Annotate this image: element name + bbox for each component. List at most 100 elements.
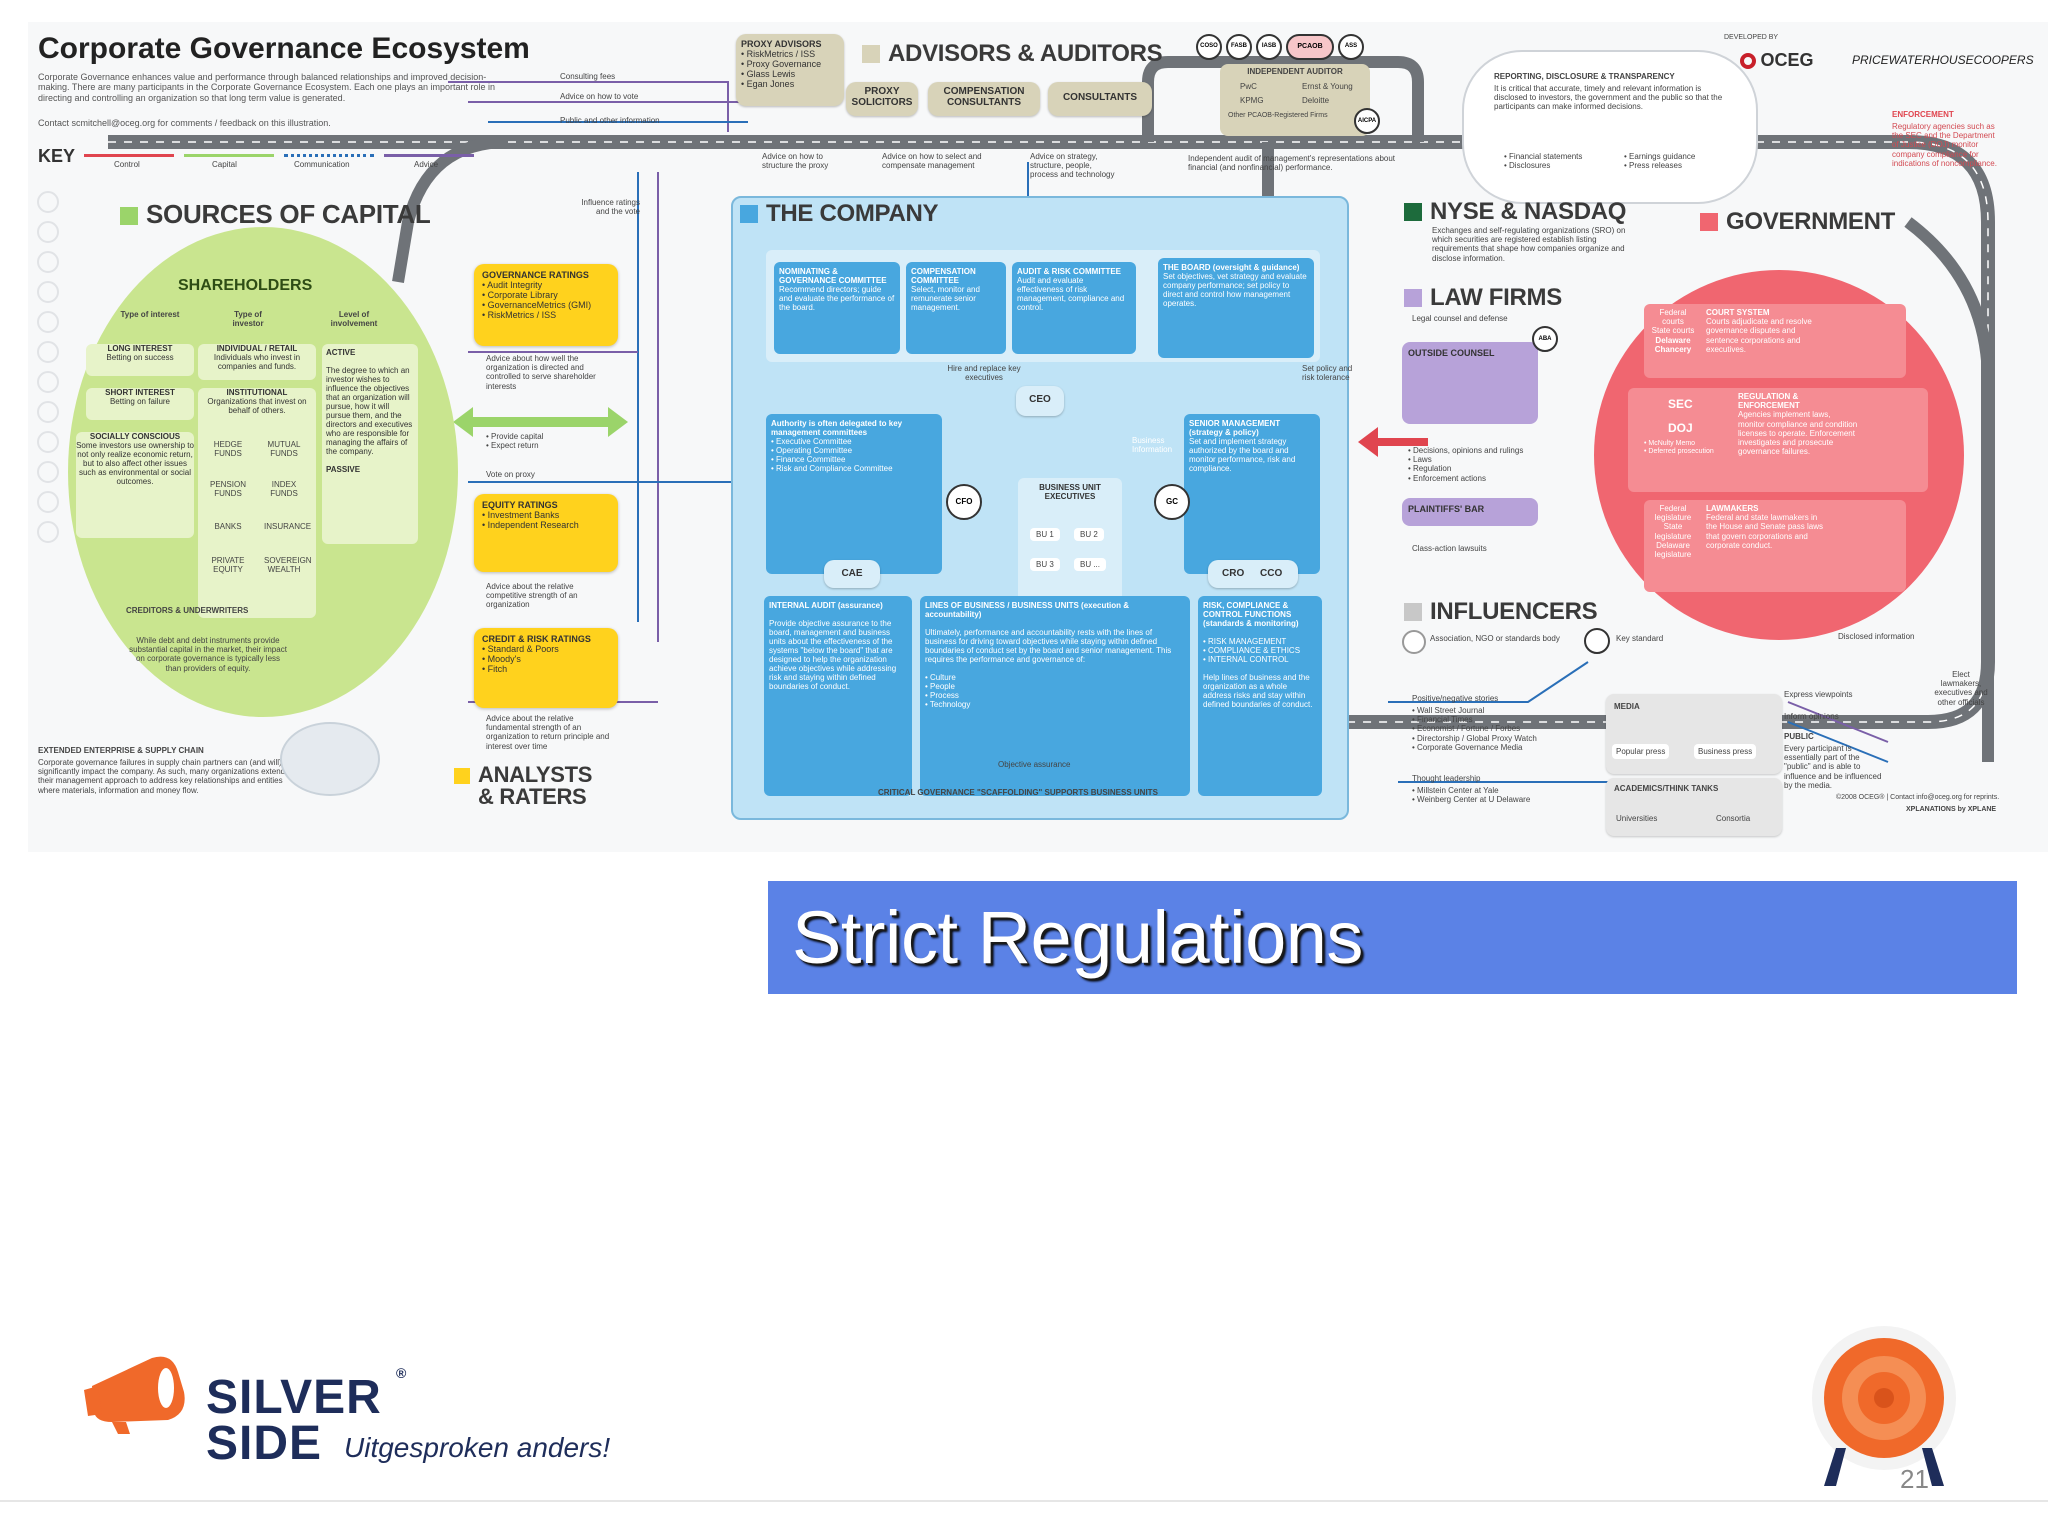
gov-ratings-advice: Advice about how well the organization i… [486, 354, 596, 391]
key-control-swatch [84, 154, 174, 157]
lines-of-business: LINES OF BUSINESS / BUSINESS UNITS (exec… [920, 596, 1190, 796]
advice-strategy: Advice on strategy, structure, people, p… [1030, 152, 1115, 180]
key-label: KEY [38, 146, 76, 166]
xplane-credit: XPLANATIONS by XPLANE [1906, 806, 1997, 813]
cfo-node: CFO [946, 484, 982, 520]
aicpa-badge: AICPA [1354, 108, 1380, 134]
key-capital-swatch [184, 154, 274, 157]
regulation-enforcement: SEC DOJ • McNulty Memo• Deferred prosecu… [1628, 388, 1928, 492]
equity-advice: Advice about the relative competitive st… [486, 582, 578, 610]
fund-banks: BANKS [214, 522, 242, 531]
risk-compliance: RISK, COMPLIANCE & CONTROL FUNCTIONS (st… [1198, 596, 1322, 796]
logo-silver: SILVER [206, 1371, 382, 1424]
thought-list: • Millstein Center at Yale• Weinberg Cen… [1412, 786, 1531, 805]
oceg-icon [1740, 52, 1756, 69]
target-icon [1812, 1326, 1956, 1486]
pwc-logo: PRICEWATERHOUSECOOPERS [1852, 53, 2034, 67]
advisors-title: ADVISORS & AUDITORS [862, 40, 1163, 68]
iasb-badge: IASB [1256, 34, 1282, 60]
page-number: 21 [1900, 1464, 1929, 1494]
enforcement-title: ENFORCEMENT [1892, 110, 1954, 119]
fund-sovereign: SOVEREIGN WEALTH [264, 556, 312, 575]
public-info: Public and other information [560, 116, 660, 125]
association-label: Association, NGO or standards body [1430, 634, 1560, 643]
media-box: MEDIA Popular press Business press [1606, 694, 1782, 774]
gc-node: GC [1154, 484, 1190, 520]
fund-private-equity: PRIVATE EQUITY [211, 556, 245, 575]
class-action: Class-action lawsuits [1412, 544, 1487, 553]
consulting-fees: Consulting fees [560, 72, 616, 81]
infographic-title: Corporate Governance Ecosystem [38, 32, 530, 65]
association-icon [1402, 630, 1426, 654]
vote-proxy: Vote on proxy [486, 470, 535, 479]
government-title: GOVERNMENT [1700, 208, 1895, 236]
fund-hedge: HEDGE FUNDS [213, 440, 243, 459]
plaintiffs-bar: PLAINTIFFS' BAR [1402, 498, 1538, 526]
ass-badge: ASS [1338, 34, 1364, 60]
extended-title: EXTENDED ENTERPRISE & SUPPLY CHAIN [38, 746, 204, 755]
copyright: ©2008 OCEG® | Contact info@oceg.org for … [1836, 794, 2000, 801]
legal-counsel: Legal counsel and defense [1412, 314, 1508, 323]
col-involvement: Level of involvement [330, 310, 378, 329]
key-advice: Advice [414, 160, 439, 169]
equity-ratings: EQUITY RATINGS• Investment Banks• Indepe… [474, 494, 618, 572]
senior-management: SENIOR MANAGEMENT (strategy & policy)Set… [1184, 414, 1320, 574]
key-control: Control [114, 160, 140, 169]
objective-assurance: Objective assurance [998, 760, 1071, 769]
decisions-list: • Decisions, opinions and rulings• Laws•… [1408, 446, 1524, 483]
bu-executives: BUSINESS UNIT EXECUTIVES BU 1 BU 2 BU 3 … [1018, 478, 1122, 602]
cae-node: CAE [824, 560, 880, 588]
scaffolding-label: CRITICAL GOVERNANCE "SCAFFOLDING" SUPPOR… [878, 788, 1158, 797]
oceg-logo: OCEG [1740, 50, 1813, 71]
independent-audit-note: Independent audit of management's repres… [1188, 154, 1396, 173]
compensation-consultants: COMPENSATION CONSULTANTS [928, 82, 1040, 116]
enforcement-desc: Regulatory agencies such as the SEC and … [1892, 122, 1997, 168]
col-type-investor: Type of investor [232, 310, 264, 329]
fund-insurance: INSURANCE [264, 522, 312, 531]
creditors-desc: While debt and debt instruments provide … [129, 636, 287, 673]
fund-mutual: MUTUAL FUNDS [267, 440, 301, 459]
governance-ratings: GOVERNANCE RATINGS• Audit Integrity• Cor… [474, 264, 618, 346]
key-communication: Communication [294, 160, 350, 169]
fund-pension: PENSION FUNDS [209, 480, 246, 499]
management-committees: Authority is often delegated to key mana… [766, 414, 942, 574]
road-network [37, 56, 1995, 783]
public-desc: Every participant is essentially part of… [1784, 744, 1882, 790]
ceo-node: CEO [1016, 386, 1064, 416]
key-capital: Capital [212, 160, 237, 169]
press-list: • Wall Street Journal• Financial Times• … [1412, 706, 1537, 752]
influence-ratings: Influence ratings and the vote [581, 198, 640, 217]
business-information: Business Information [1132, 436, 1173, 455]
nyse-title: NYSE & NASDAQ [1404, 198, 1626, 226]
megaphone-icon [84, 1356, 185, 1434]
key-legend: Control Capital Communication Advice [84, 148, 484, 169]
developed-by: DEVELOPED BY [1724, 34, 1779, 41]
key-standard-icon [1584, 628, 1610, 654]
advice-select: Advice on how to select and compensate m… [882, 152, 982, 171]
slide-title-bar: Strict Regulations [768, 881, 2017, 994]
law-firms-title: LAW FIRMS [1404, 284, 1562, 312]
logo-tagline: Uitgesproken anders! [344, 1432, 611, 1463]
fund-index: INDEX FUNDS [270, 480, 298, 499]
hire-replace: Hire and replace key executives [947, 364, 1021, 383]
thought-leadership: Thought leadership [1412, 774, 1481, 783]
academics-box: ACADEMICS/THINK TANKS Universities Conso… [1606, 778, 1782, 836]
analysts-title: ANALYSTS & RATERS [454, 764, 598, 808]
independent-auditor: INDEPENDENT AUDITOR PwC Ernst & Young KP… [1220, 64, 1370, 136]
company-title: THE COMPANY [740, 200, 939, 228]
city-icon [280, 722, 380, 796]
credit-advice: Advice about the relative fundamental st… [486, 714, 610, 751]
slide-title: Strict Regulations [792, 896, 1363, 979]
coso-badge: COSO [1196, 34, 1222, 60]
nyse-desc: Exchanges and self-regulating organizati… [1432, 226, 1626, 263]
col-type-interest: Type of interest [120, 310, 180, 319]
creditors-title: CREDITORS & UNDERWRITERS [126, 606, 249, 615]
